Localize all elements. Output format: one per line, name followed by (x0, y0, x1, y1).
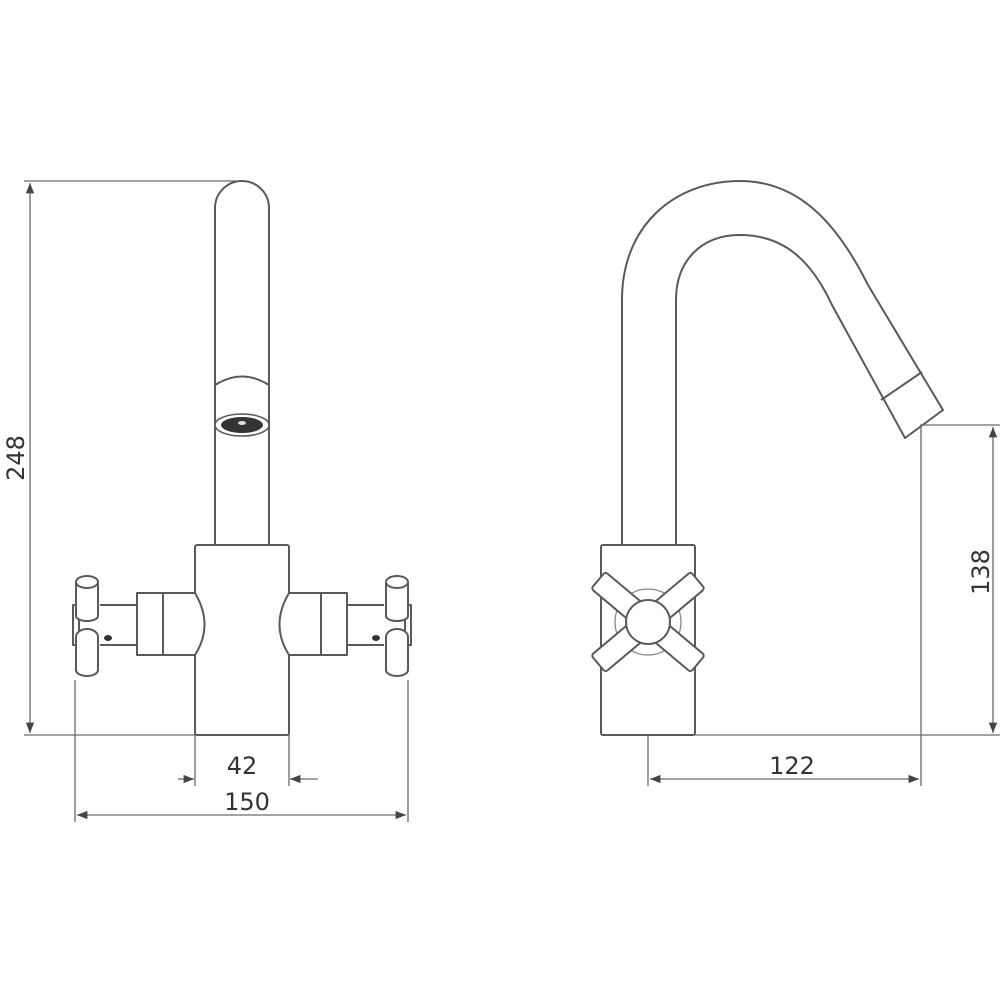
dim-label-122: 122 (769, 752, 815, 780)
dim-label-42: 42 (227, 752, 258, 780)
front-spout (214, 180, 270, 545)
aerator-icon (214, 413, 270, 437)
dimension-42: 42 (178, 735, 318, 786)
dim-label-138: 138 (967, 549, 995, 595)
cross-handle-icon[interactable] (591, 572, 705, 672)
dimension-150: 150 (74, 680, 409, 822)
side-spout (621, 180, 944, 546)
dim-label-150: 150 (224, 788, 270, 816)
left-handle[interactable] (72, 575, 206, 677)
dimension-122: 122 (647, 425, 922, 786)
spout-nozzle-band (880, 371, 923, 401)
dimension-138: 138 (695, 424, 1000, 736)
right-handle[interactable] (278, 575, 412, 677)
front-body (194, 544, 290, 736)
front-view (72, 180, 412, 736)
side-view (591, 180, 944, 736)
dimension-248: 248 (2, 180, 240, 736)
aerator-band (214, 375, 270, 386)
dim-label-248: 248 (2, 435, 30, 481)
